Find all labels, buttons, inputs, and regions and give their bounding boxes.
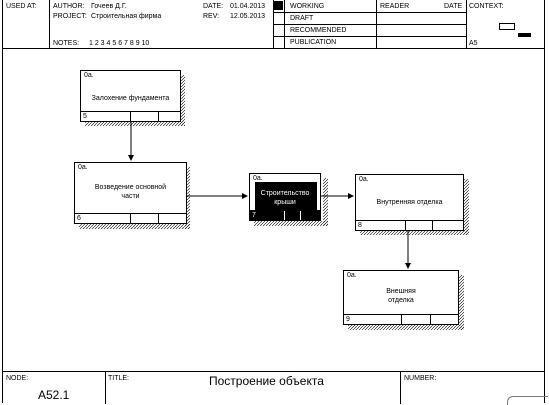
box-label: Внешняя отделка — [386, 288, 416, 304]
number-label: NUMBER: — [404, 375, 437, 382]
box-9-shadow — [348, 275, 464, 330]
box-ref: 0a. — [78, 164, 88, 171]
date-value: 01.04.2013 — [230, 3, 266, 10]
footer: NODE: A52.1 TITLE: Построение объекта NU… — [2, 371, 548, 405]
box-label: Возведение основной части — [94, 184, 167, 200]
project-label: PROJECT: — [53, 13, 87, 20]
status-recommended: RECOMMENDED — [290, 27, 347, 34]
page-curl — [507, 396, 548, 405]
used-at-label: USED AT: — [6, 3, 37, 10]
box-number: 6 — [77, 215, 81, 222]
box-label: Залохение фундамента — [91, 95, 170, 102]
diagram-title: Построение объекта — [209, 374, 324, 388]
box-label: Строительство крыши — [260, 190, 310, 206]
context-label: CONTEXT: — [469, 3, 504, 10]
title-label: TITLE: — [108, 375, 130, 382]
box-7-shadow — [254, 178, 328, 226]
activity-box-9[interactable]: 0a. Внешняя отделка 9 — [343, 270, 459, 325]
rev-value: 12.05.2013 — [230, 13, 266, 20]
status-working: WORKING — [290, 3, 325, 10]
context-thumbnail-box — [499, 23, 515, 30]
box-ref: 0a. — [253, 175, 263, 182]
box-8-shadow — [360, 179, 469, 235]
notes-label: NOTES: — [53, 40, 80, 47]
project-value: Строительная фирма — [91, 13, 162, 20]
box-ref: 0a. — [84, 72, 94, 79]
notes-numbers: 1 2 3 4 5 6 7 8 9 10 — [89, 40, 150, 47]
box-number: 8 — [358, 222, 362, 229]
box-number: 9 — [346, 316, 350, 323]
status-draft: DRAFT — [290, 15, 314, 22]
box-label: Внутренняя отделка — [376, 199, 443, 206]
context-thumbnail-selected — [518, 33, 531, 37]
box-ref: 0a. — [359, 176, 369, 183]
reader-date-label: DATE — [444, 3, 463, 10]
activity-box-5[interactable]: 0a. Залохение фундамента 5 — [80, 70, 181, 122]
box-5-shadow — [85, 75, 185, 126]
author-value: Гочеев Д.Г. — [91, 3, 127, 10]
box-number: 7 — [252, 212, 256, 219]
status-publication: PUBLICATION — [290, 39, 337, 46]
context-node-ref: A5 — [469, 40, 478, 47]
rev-label: REV: — [203, 13, 220, 20]
reader-label: READER — [380, 3, 410, 10]
activity-box-8[interactable]: 0a. Внутренняя отделка 8 — [355, 174, 464, 231]
box-ref: 0a. — [347, 272, 357, 279]
activity-box-7-selected[interactable]: 0a. Строительство крыши 7 — [249, 173, 321, 221]
box-number: 5 — [83, 113, 87, 120]
working-check-mark — [274, 1, 283, 10]
activity-box-6[interactable]: 0a. Возведение основной части 6 — [74, 162, 187, 224]
header: USED AT: AUTHOR: Гочеев Д.Г. PROJECT: Ст… — [2, 0, 545, 49]
node-label: NODE: — [6, 375, 29, 382]
author-label: AUTHOR: — [53, 3, 85, 10]
date-label: DATE: — [203, 3, 224, 10]
box-6-shadow — [79, 167, 190, 229]
node-value: A52.1 — [38, 388, 70, 402]
